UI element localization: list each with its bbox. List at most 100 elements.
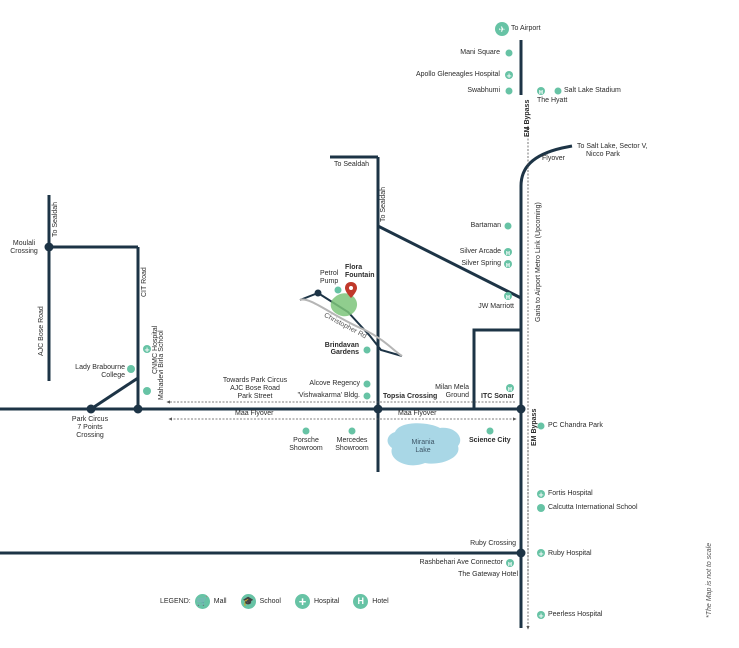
alcove-regency-poi [363,380,371,388]
lady-brabourne-label-1: Lady Brabourne [75,364,125,371]
swabhumi-label: Swabhumi [467,87,500,94]
to-sealdah-vertical-label: To Sealdah [380,186,387,222]
mahadevi-birla-school-icon [143,387,151,395]
mirania-lake-label-2: Lake [415,447,431,454]
school-icon: 🎓 [240,593,256,609]
ajc-bose-road-label: AJC Bose Road [38,306,45,356]
itc-sonar-hotel-icon [506,384,514,392]
legend-mall: Mall [213,597,227,605]
towards-label-3: Park Street [237,393,273,400]
ruby-crossing-node [516,548,526,558]
svg-text:+: + [144,346,150,354]
salt-lake-stadium-label: Salt Lake Stadium [564,87,621,94]
pc-chandra-park-poi [537,422,545,430]
svg-text:H: H [506,263,510,269]
mercedes-label-2: Showroom [335,445,369,452]
alcove-regency-label: Alcove Regency [309,380,360,387]
svg-text:H: H [539,90,543,96]
topsia-connector-road [472,328,521,409]
to-sealdah-top-label: To Sealdah [334,161,370,168]
cnmc-hospital-icon [143,345,151,353]
ruby-hospital-label: Ruby Hospital [548,550,592,557]
milan-mela-label-1: Milan Mela [435,384,469,391]
brindavan-label-2: Gardens [330,349,359,356]
svg-text:✈: ✈ [499,25,506,34]
ruby-crossing-label: Ruby Crossing [470,540,516,547]
fortis-hospital-label: Fortis Hospital [548,490,593,497]
park-circus-node [86,404,96,414]
gateway-hotel-icon [506,559,514,567]
svg-text:H: H [508,562,512,568]
em-bypass-road [519,144,573,628]
flora-fountain-label-2: Fountain [345,272,375,279]
ruby-hospital-icon [537,549,545,557]
silver-spring-label: Silver Spring [461,260,501,267]
pc-chandra-park-label: PC Chandra Park [548,422,603,429]
legend: LEGEND: 🛒 Mall 🎓 School + Hospital H Hot… [160,592,389,610]
science-city-label: Science City [469,437,511,444]
maa-flyover-label-1: Maa Flyover [235,410,274,417]
svg-text:H: H [506,251,510,257]
svg-text:+: + [538,550,544,558]
christopher-road-grey [299,298,403,357]
svg-text:+: + [538,612,544,620]
hotel-icon: H [353,593,369,609]
legend-hotel: Hotel [372,597,389,605]
petrol-pump-node [314,289,322,297]
legend-school: School [259,597,281,605]
milan-mela-label-2: Ground [445,392,469,399]
towards-label-1: Towards Park Circus [222,377,288,384]
mahadevi-birla-label: Mahadevi Birla School [158,330,165,400]
moulali-crossing-node [44,242,54,252]
silver-arcade-hotel-icon [504,248,512,256]
apollo-label: Apollo Gleneagles Hospital [415,71,500,78]
mall-icon: 🛒 [194,593,210,609]
brindavan-label-1: Brindavan [324,342,359,349]
bartaman-poi [504,222,512,230]
itc-sonar-node [516,404,526,414]
rashbehari-label: Rashbehari Ave Connector [419,559,503,566]
nicco-park-label: Nicco Park [586,151,620,158]
gateway-hotel-label: The Gateway Hotel [458,571,518,578]
peerless-hospital-icon [537,611,545,619]
metro-link-label: Garia to Airport Metro Link (Upcoming) [535,202,542,322]
to-sealdah-left-label: To Sealdah [52,201,59,237]
mercedes-showroom-poi [348,427,356,435]
lady-brabourne-school-icon [127,365,135,373]
moulali-label-1: Moulali [12,240,36,247]
petrol-pump-label-1: Petrol [320,270,339,277]
legend-hospital: Hospital [313,597,340,605]
cit-road-label: CIT Road [141,267,148,297]
the-hyatt-label: The Hyatt [537,97,568,104]
mirania-lake [387,423,461,466]
park-circus-diagonal [90,376,139,411]
silver-spring-hotel-icon [504,260,512,268]
to-salt-lake-label: To Salt Lake, Sector V, [577,143,648,150]
not-to-scale-note: *The Map is not to scale [706,542,713,618]
peerless-hospital-label: Peerless Hospital [548,611,603,618]
salt-lake-stadium-poi [554,87,562,95]
airport-icon [495,22,509,36]
topsia-crossing-label: Topsia Crossing [383,393,438,400]
svg-text:+: + [538,491,544,499]
mani-square-label: Mani Square [460,49,500,56]
lady-brabourne-label-2: College [101,372,125,379]
vishwakarma-label: 'Vishwakarma' Bldg. [297,392,360,399]
porsche-label-1: Porsche [293,437,319,444]
mirania-lake-label-1: Mirania [411,439,435,446]
svg-text:+: + [506,72,512,80]
fortis-hospital-icon [537,490,545,498]
topsia-crossing-node [373,404,383,414]
jw-marriott-label: JW Marriott [478,303,514,310]
jw-marriott-hotel-icon [504,292,512,300]
petrol-pump-label-2: Pump [320,278,339,285]
vishwakarma-poi [363,392,371,400]
em-bypass-mid-label: EM Bypass [531,408,538,446]
park-circus-label-3: Crossing [76,432,104,439]
calcutta-intl-school-icon [537,504,545,512]
park-circus-label-1: Park Circus [71,416,109,423]
swabhumi-poi [505,87,513,95]
moulali-label-2: Crossing [10,248,38,255]
flora-fountain-park [330,293,358,317]
